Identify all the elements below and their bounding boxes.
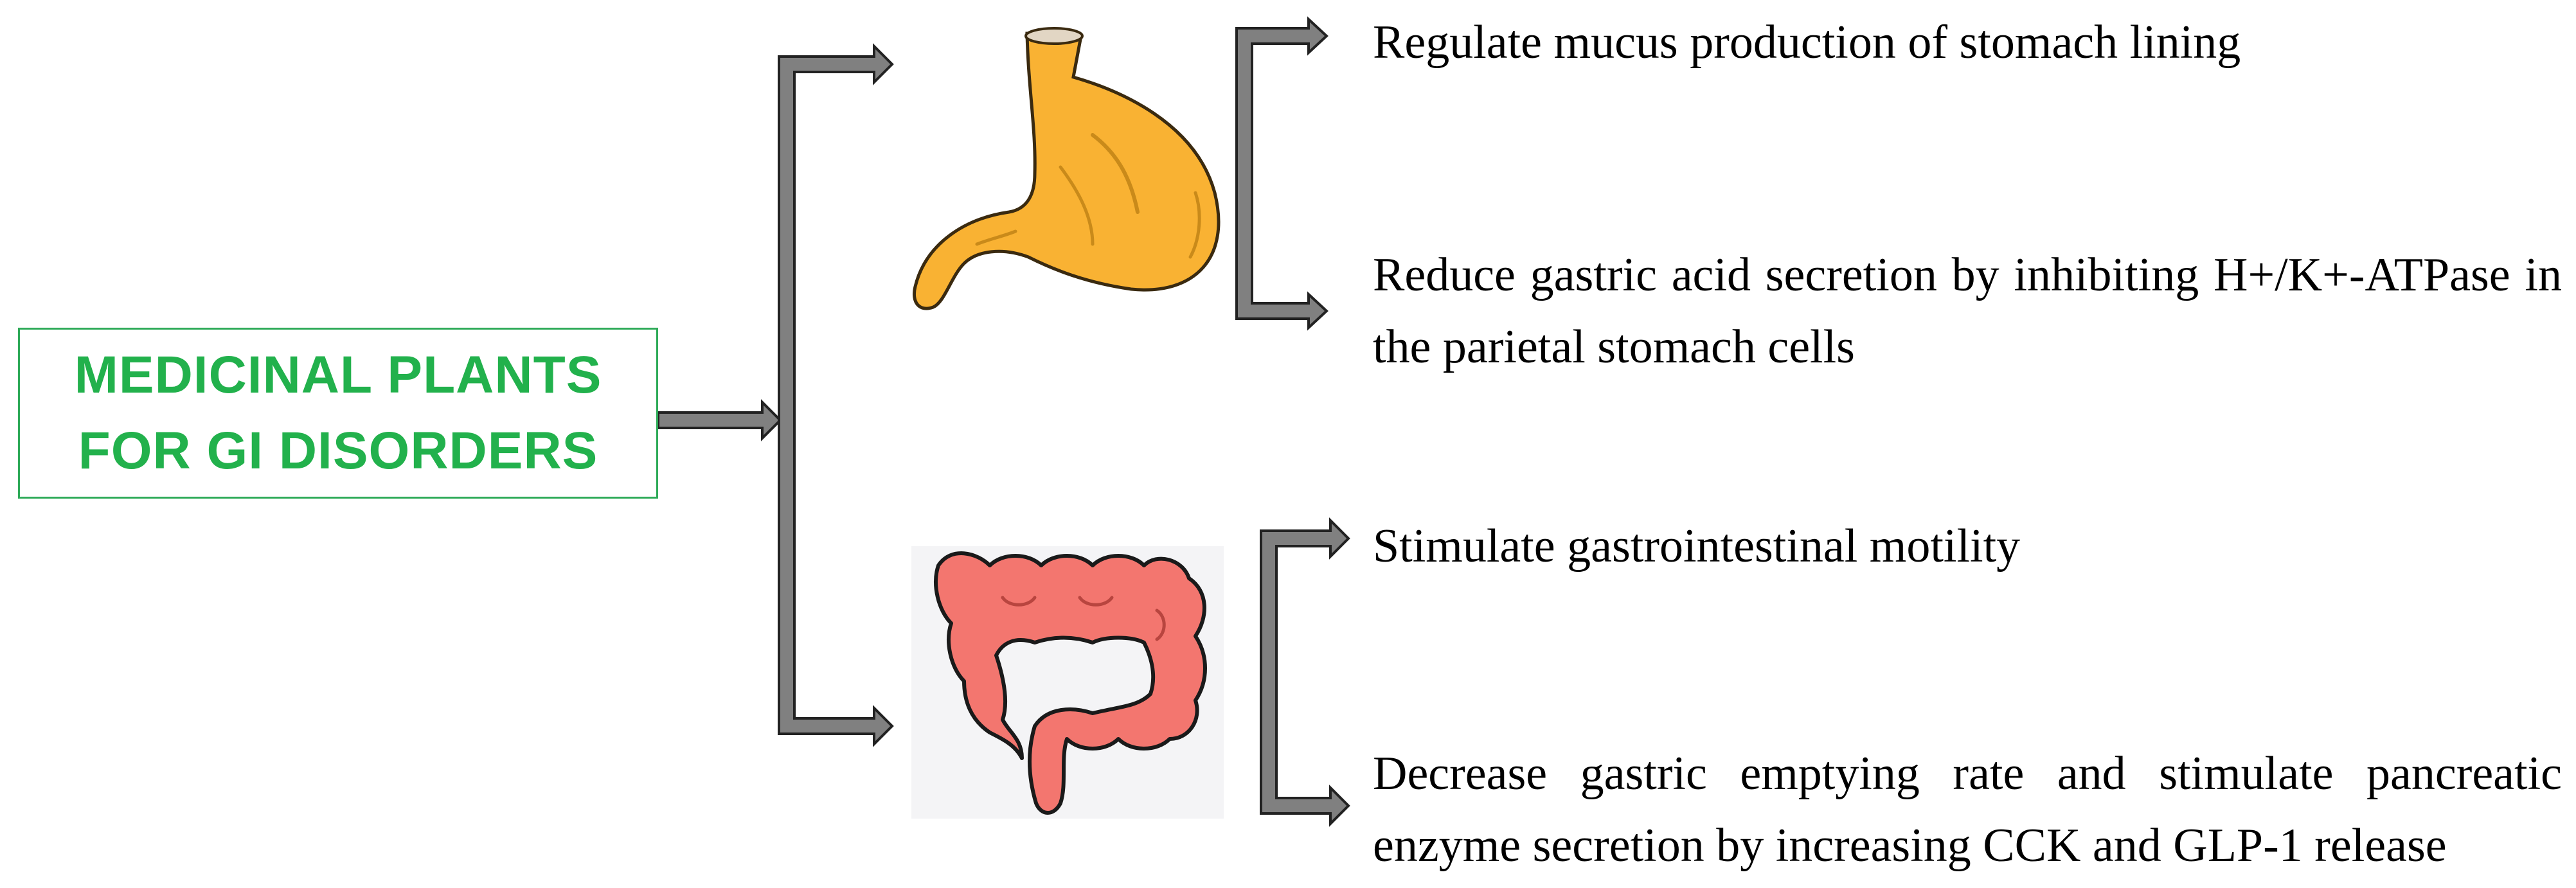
title-line-1: MEDICINAL PLANTS xyxy=(74,346,602,404)
arrow-title-to-bracket xyxy=(657,399,782,441)
title-box: MEDICINAL PLANTS FOR GI DISORDERS xyxy=(18,328,658,499)
title: MEDICINAL PLANTS FOR GI DISORDERS xyxy=(75,337,602,489)
title-line-2: FOR GI DISORDERS xyxy=(78,422,598,480)
effect-intestine-motility: Stimulate gastrointestinal motility xyxy=(1373,520,2021,573)
stomach-icon xyxy=(913,27,1221,310)
intestine-icon xyxy=(911,546,1224,819)
bracket-stomach xyxy=(1235,16,1328,331)
effect-stomach-mucus: Regulate mucus production of stomach lin… xyxy=(1373,16,2241,69)
bracket-intestine xyxy=(1260,517,1350,827)
bracket-main xyxy=(778,43,894,747)
effect-intestine-emptying: Decrease gastric emptying rate and stimu… xyxy=(1373,747,2562,872)
effect-stomach-acid: Reduce gastric acid secretion by inhibit… xyxy=(1373,249,2562,373)
